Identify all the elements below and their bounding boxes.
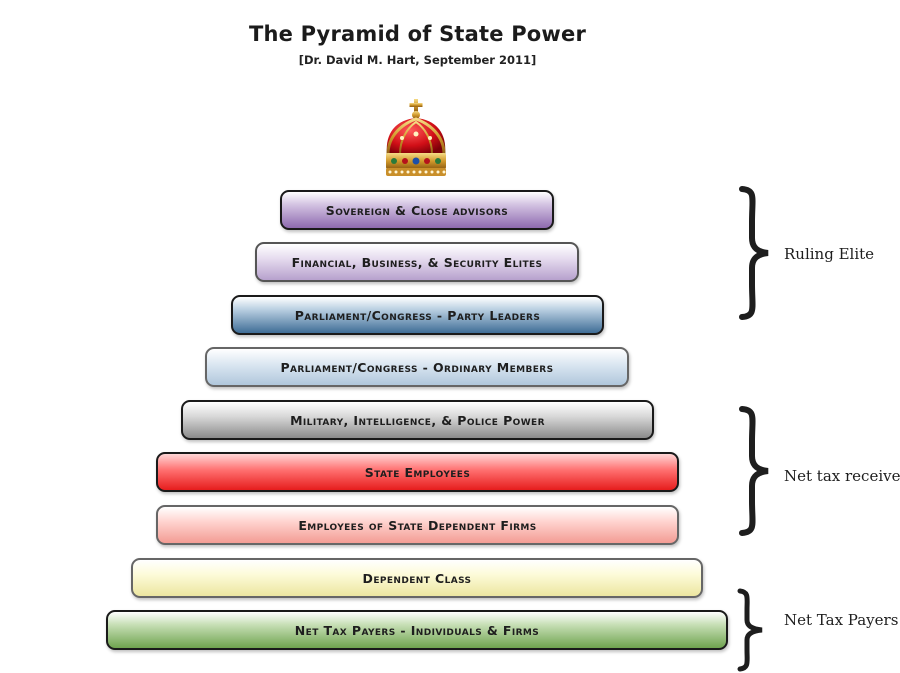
tier-party-leaders: Parliament/Congress - Party Leaders [231,295,604,335]
tier-sovereign: Sovereign & Close advisors [280,190,554,230]
tier-dependent-class: Dependent Class [131,558,703,598]
tier-dependent-firms: Employees of State Dependent Firms [156,505,679,545]
net-tax-receivers-brace [739,406,769,536]
group-label-net-tax-payers: Net Tax Payers [784,611,899,629]
tier-net-tax-payers: Net Tax Payers - Individuals & Firms [106,610,728,650]
group-label-ruling-elite: Ruling Elite [784,245,875,263]
page-title: The Pyramid of State Power [248,22,587,46]
tier-ordinary-members: Parliament/Congress - Ordinary Members [205,347,629,387]
tier-elites: Financial, Business, & Security Elites [255,242,579,282]
tier-state-employees: State Employees [156,452,679,492]
group-label-net-tax-receivers: Net tax receivers [784,467,900,485]
crown-icon [386,99,446,176]
tier-military: Military, Intelligence, & Police Power [181,400,654,440]
net-tax-payers-brace [737,588,763,672]
page-subtitle: [Dr. David M. Hart, September 2011] [298,53,537,67]
ruling-elite-brace [739,186,769,320]
